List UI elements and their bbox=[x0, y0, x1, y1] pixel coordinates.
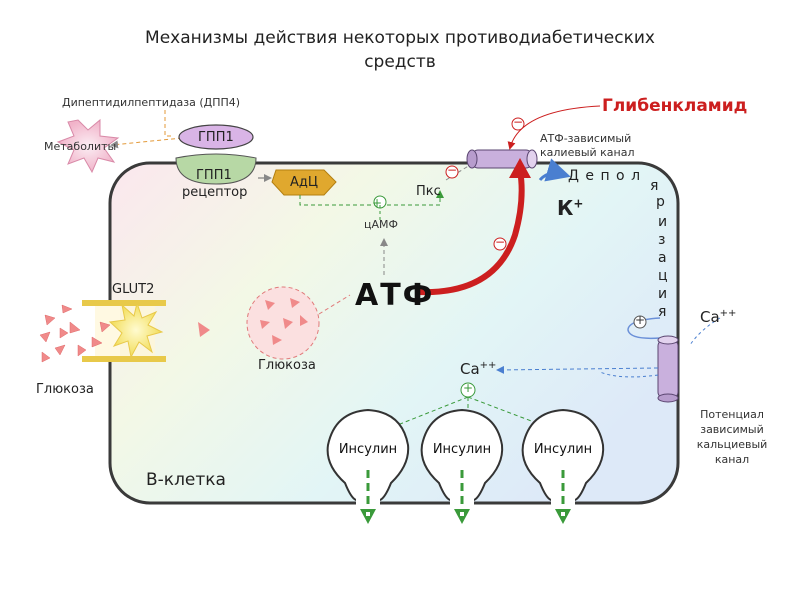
dpp4-label: Дипептидилпептидаза (ДПП4) bbox=[62, 96, 241, 109]
vgcc-label-4: канал bbox=[714, 453, 750, 466]
pkc-label: Пкс bbox=[416, 184, 441, 199]
katp-channel-label-1: АТФ-зависимый bbox=[540, 132, 632, 145]
glibenclamide-label: Глибенкламид bbox=[602, 96, 748, 116]
plus-sign-depolarization: + bbox=[635, 313, 646, 327]
plus-sign-camp: + bbox=[372, 196, 383, 210]
b-cell-label: B-клетка bbox=[146, 470, 226, 490]
minus-sign-atp: − bbox=[495, 235, 506, 249]
vgcc-label-3: кальциевый bbox=[696, 438, 768, 451]
page-title-line2: средств bbox=[364, 52, 436, 72]
metabolites-burst bbox=[56, 118, 120, 174]
camp-label: цАМФ bbox=[364, 218, 398, 231]
insulin-vesicles bbox=[326, 408, 605, 501]
extracellular-glucose bbox=[39, 304, 111, 363]
insulin-vesicle-label-1: Инсулин bbox=[338, 442, 398, 457]
page-title-line1: Механизмы действия некоторых противодиаб… bbox=[145, 28, 655, 48]
atp-label: АТФ bbox=[355, 278, 435, 313]
katp-channel bbox=[466, 149, 538, 169]
intracellular-glucose-pool bbox=[246, 286, 320, 360]
glut2-label: GLUT2 bbox=[112, 282, 155, 297]
extracellular-glucose-label: Глюкоза bbox=[36, 382, 94, 397]
potassium-ion-label: К+ bbox=[557, 196, 584, 220]
glp1-receptor-label-2: рецептор bbox=[182, 185, 248, 200]
katp-channel-label-2: калиевый канал bbox=[540, 146, 635, 159]
depolarization-label-horizontal: Д е п о л bbox=[568, 168, 642, 184]
intracellular-calcium-label: Ca++ bbox=[460, 360, 497, 378]
glp1-receptor bbox=[175, 153, 257, 185]
insulin-vesicle-label-2: Инсулин bbox=[432, 442, 492, 457]
minus-sign-glibenclamide: − bbox=[513, 115, 524, 129]
metabolites-label: Метаболиты bbox=[44, 140, 117, 153]
glp1-receptor-label-1: ГПП1 bbox=[196, 168, 232, 183]
glut2-transporter bbox=[82, 300, 166, 362]
vgcc-label-1: Потенциал bbox=[700, 408, 764, 421]
voltage-gated-calcium-channel bbox=[657, 335, 679, 403]
extracellular-calcium-label: Ca++ bbox=[700, 308, 737, 326]
atp-inhibition-arrow bbox=[415, 167, 525, 296]
vgcc-label-2: зависимый bbox=[700, 423, 764, 436]
minus-sign-pkc: − bbox=[447, 163, 458, 177]
adenylate-cyclase bbox=[271, 169, 337, 196]
plus-sign-calcium: + bbox=[463, 381, 474, 395]
glp1-molecule bbox=[178, 124, 254, 150]
glp1-label: ГПП1 bbox=[198, 130, 234, 145]
insulin-vesicle-label-3: Инсулин bbox=[533, 442, 593, 457]
adc-label: АдЦ bbox=[290, 175, 318, 190]
glucose-molecule bbox=[198, 322, 210, 337]
intracellular-glucose-label: Глюкоза bbox=[258, 358, 316, 373]
